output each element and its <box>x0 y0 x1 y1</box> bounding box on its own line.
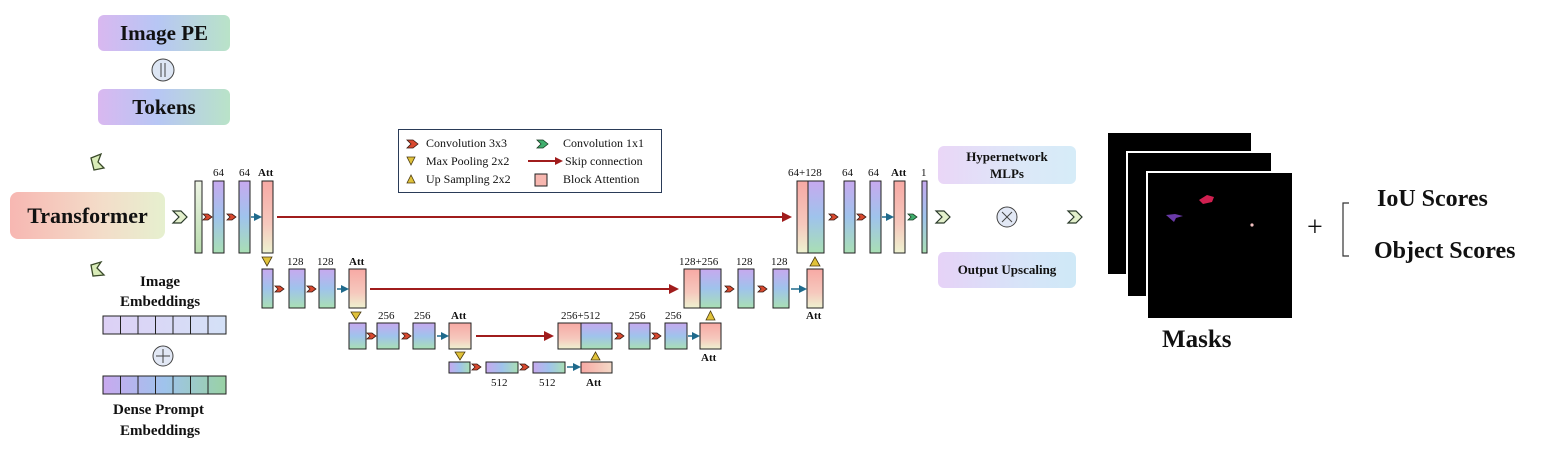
enc1-ch-a: 64 <box>213 167 224 179</box>
dense-prompt-embeddings-bar <box>102 375 227 395</box>
conv3-legend-icon <box>406 139 419 149</box>
enc3-att: Att <box>451 310 467 322</box>
transformer-box: Transformer <box>10 192 165 239</box>
dec3-ch-b: 256 <box>665 310 682 322</box>
dec2-ch-a: 128 <box>736 256 753 268</box>
decoder-level-2 <box>683 268 824 309</box>
enc1-att: Att <box>258 167 274 179</box>
mask-chevron-icon <box>1066 210 1083 224</box>
masks-stack <box>1106 131 1294 320</box>
legend-maxpool: Max Pooling 2x2 <box>426 154 510 168</box>
enc3-ch-b: 256 <box>414 310 431 322</box>
image-embeddings-bar <box>102 315 227 335</box>
upsample-legend-icon <box>406 174 416 184</box>
dec2-att: Att <box>806 310 822 322</box>
hypernetwork-label-1: Hypernetwork <box>966 149 1048 164</box>
legend: Convolution 3x3 Convolution 1x1 Max Pool… <box>398 129 662 193</box>
conv1-chevron-icon <box>171 210 188 224</box>
iou-scores-label: IoU Scores <box>1377 186 1488 212</box>
bottleneck <box>448 361 613 374</box>
bottleneck-ch-b: 512 <box>539 377 556 389</box>
output-upscaling-label: Output Upscaling <box>957 262 1057 277</box>
enc2-ch-a: 128 <box>287 256 304 268</box>
image-pe-box: Image PE <box>98 15 230 51</box>
encoder-level-3 <box>348 322 472 350</box>
image-embeddings-label-2: Embeddings <box>120 294 201 310</box>
legend-skip: Skip connection <box>565 154 643 168</box>
dense-prompt-label-1: Dense Prompt <box>113 402 204 418</box>
masks-label: Masks <box>1162 326 1232 353</box>
transformer-label: Transformer <box>27 202 148 228</box>
legend-block-attn: Block Attention <box>563 172 640 186</box>
plus-sign: + <box>1307 212 1323 243</box>
enc3-ch-a: 256 <box>378 310 395 322</box>
enc2-att: Att <box>349 256 365 268</box>
enc1-ch-b: 64 <box>239 167 250 179</box>
legend-conv3: Convolution 3x3 <box>426 136 508 150</box>
image-pe-label: Image PE <box>119 20 209 45</box>
dec1-ch-b: 64 <box>868 167 879 179</box>
token-chevron-icon <box>90 152 106 171</box>
legend-conv1: Convolution 1x1 <box>563 136 645 150</box>
dec1-out-ch: 1 <box>921 167 927 179</box>
dec3-ch-a: 256 <box>629 310 646 322</box>
encoder-level-1 <box>194 180 274 254</box>
hypernetwork-label-2: MLPs <box>990 166 1024 181</box>
decoder-level-3 <box>557 322 722 350</box>
dec1-att: Att <box>891 167 907 179</box>
concat-icon <box>151 58 175 82</box>
output-chevron-icon <box>934 210 951 224</box>
dec3-att: Att <box>701 352 717 364</box>
encoder-level-2 <box>261 268 367 309</box>
dec2-concat: 128+256 <box>679 256 719 268</box>
block-attn-legend-icon <box>534 173 548 187</box>
output-upscaling-box: Output Upscaling <box>938 252 1076 288</box>
scores-bracket <box>1342 202 1349 257</box>
dec2-ch-b: 128 <box>771 256 788 268</box>
image-embeddings-label-1: Image <box>140 274 180 290</box>
hypernetwork-box: Hypernetwork MLPs <box>938 146 1076 184</box>
decoder-level-1 <box>796 180 928 254</box>
multiply-icon <box>996 206 1018 228</box>
object-scores-label: Object Scores <box>1374 238 1516 264</box>
bottleneck-ch-a: 512 <box>491 377 508 389</box>
enc2-ch-b: 128 <box>317 256 334 268</box>
conv1-legend-icon <box>536 139 549 149</box>
dense-prompt-label-2: Embeddings <box>120 423 201 439</box>
dec3-concat: 256+512 <box>561 310 601 322</box>
tokens-box: Tokens <box>98 89 230 125</box>
tokens-label: Tokens <box>132 94 196 119</box>
embedding-chevron-icon <box>90 260 106 277</box>
legend-upsample: Up Sampling 2x2 <box>426 172 511 186</box>
add-icon <box>152 345 174 367</box>
bottleneck-att: Att <box>586 377 602 389</box>
maxpool-legend-icon <box>406 156 416 166</box>
dec1-ch-a: 64 <box>842 167 853 179</box>
dec1-concat: 64+128 <box>788 167 822 179</box>
